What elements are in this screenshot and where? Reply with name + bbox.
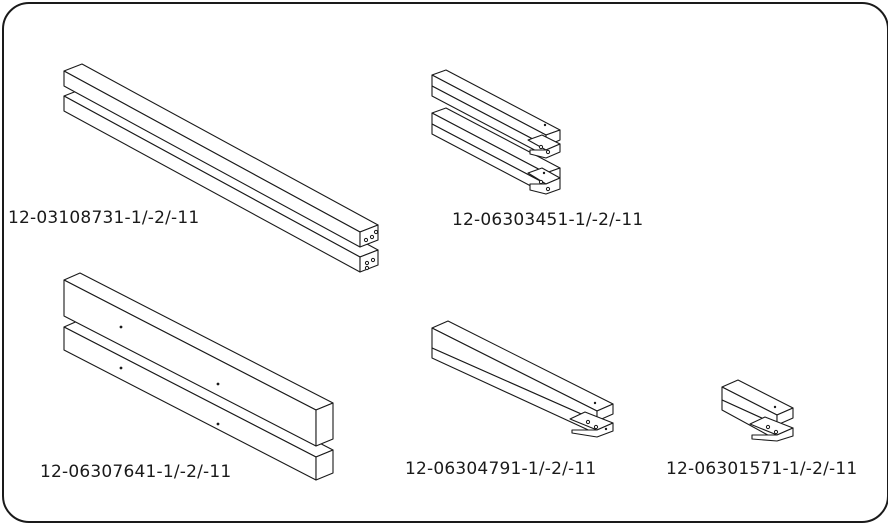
part-5-drawing [721,379,794,442]
part-1-beam-lower [63,88,379,273]
part-3-drawing [63,272,334,481]
part-2-beam-lower [431,107,561,195]
part-1-beam-upper [63,63,379,248]
part-2-label: 12-06303451-1/-2/-11 [452,210,644,230]
part-3-beam-upper [63,272,334,447]
part-1-drawing [63,63,379,273]
part-4-label: 12-06304791-1/-2/-11 [405,459,597,479]
part-2-beam-upper [431,69,561,159]
part-3-label: 12-06307641-1/-2/-11 [40,462,232,482]
part-1-label: 12-03108731-1/-2/-11 [8,208,200,228]
part-4-drawing [431,320,614,438]
part-5-label: 12-06301571-1/-2/-11 [666,459,858,479]
part-3-beam-lower [63,319,334,481]
part-2-drawing [431,69,561,195]
